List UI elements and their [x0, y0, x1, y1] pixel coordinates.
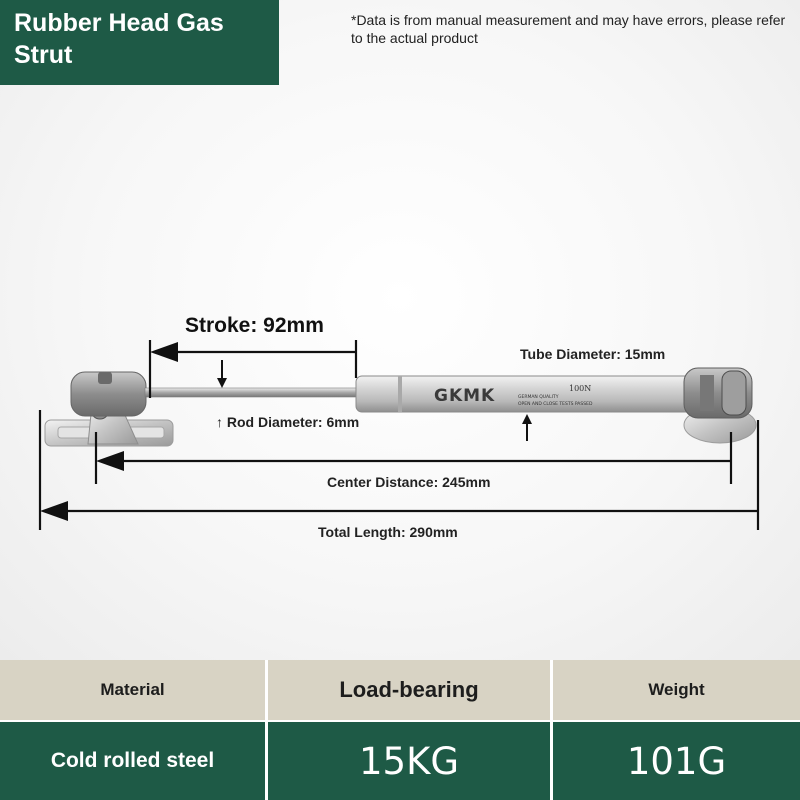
center-distance-arrow-icon — [96, 451, 124, 471]
spec-value-weight: 101G — [553, 722, 800, 800]
force-marking: 100N — [569, 384, 591, 393]
stroke-arrow-icon — [150, 342, 178, 362]
quality-line-1: GERMAN QUALITY — [518, 394, 559, 400]
stroke-label: Stroke: 92mm — [185, 314, 324, 337]
rod-down-arrow-icon — [217, 378, 227, 388]
rod-diameter-label: ↑ Rod Diameter: 6mm — [216, 414, 360, 430]
piston-rod — [144, 387, 360, 398]
spec-value-load-bearing: 15KG — [268, 722, 553, 800]
quality-line-2: OPEN AND CLOSE TESTS PASSED — [518, 401, 593, 407]
left-rubber-end-cap — [70, 371, 147, 417]
brand-logo-text: GKMK — [434, 386, 495, 406]
gas-strut-diagram: GKMK 100N GERMAN QUALITY OPEN AND CLOSE … — [38, 340, 760, 530]
measurement-disclaimer: *Data is from manual measurement and may… — [351, 12, 786, 46]
product-title: Rubber Head Gas Strut — [0, 0, 279, 85]
tube-up-arrow-icon — [522, 414, 532, 424]
spec-header-material: Material — [0, 660, 268, 722]
total-length-arrow-icon — [40, 501, 68, 521]
total-length-line — [38, 410, 760, 530]
product-image-area — [0, 0, 800, 660]
center-distance-line — [94, 432, 733, 484]
spec-header-weight: Weight — [553, 660, 800, 722]
center-distance-label: Center Distance: 245mm — [327, 474, 491, 490]
stroke-dimension-line — [148, 340, 358, 398]
right-rubber-end-cap — [683, 367, 757, 444]
tube-diameter-label: Tube Diameter: 15mm — [520, 346, 666, 362]
spec-value-material: Cold rolled steel — [0, 722, 268, 800]
total-length-label: Total Length: 290mm — [318, 524, 458, 540]
spec-table: Material Load-bearing Weight Cold rolled… — [0, 660, 800, 800]
cylinder-tube: GKMK 100N GERMAN QUALITY OPEN AND CLOSE … — [355, 375, 697, 413]
spec-header-load-bearing: Load-bearing — [268, 660, 553, 722]
